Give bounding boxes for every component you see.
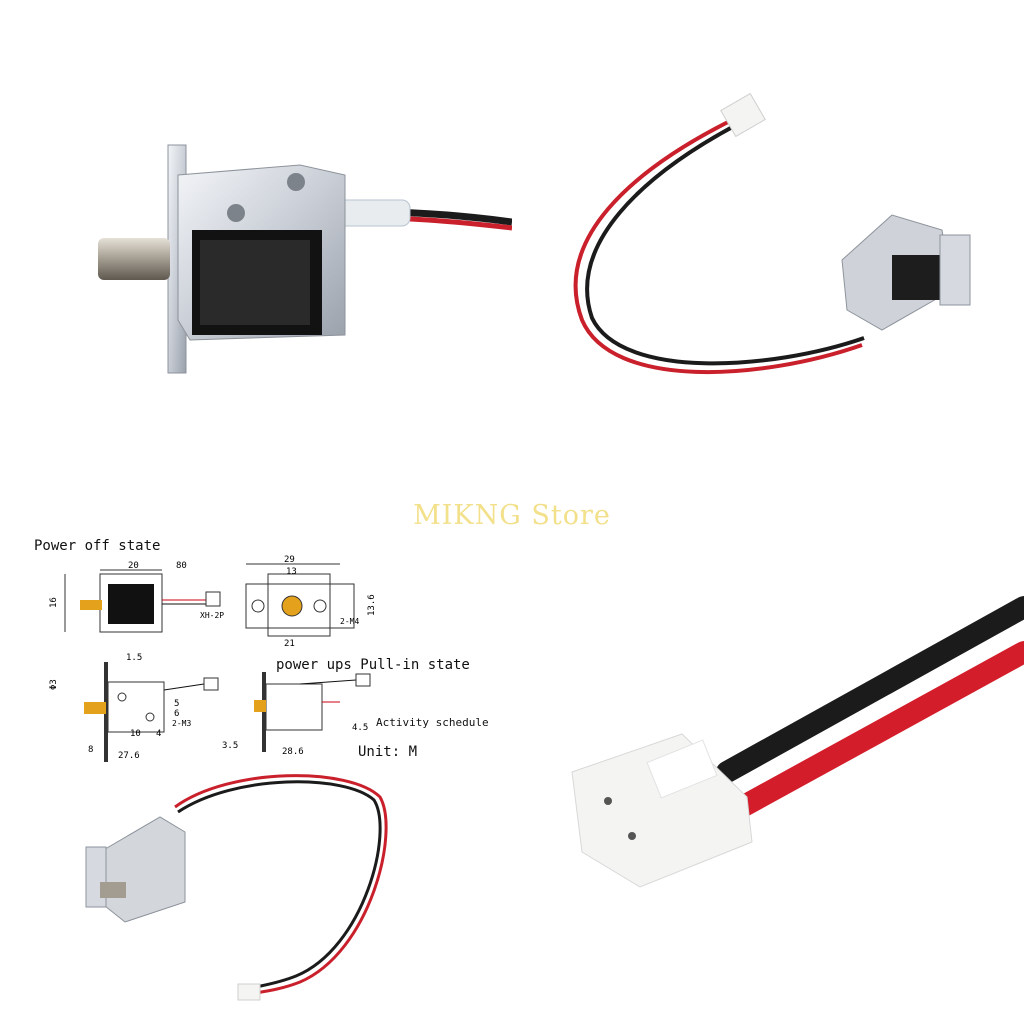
dim-10: 10 bbox=[130, 729, 141, 739]
dim-8: 8 bbox=[88, 745, 93, 755]
dim-13-6: 13.6 bbox=[367, 594, 377, 616]
dim-4-5: 4.5 bbox=[352, 723, 368, 733]
dim-2-m4: 2-M4 bbox=[340, 617, 359, 626]
power-off-state-label: Power off state bbox=[34, 538, 161, 554]
dim-5: 5 bbox=[174, 699, 179, 709]
solenoid-wired-illustration bbox=[573, 92, 971, 375]
product-photo-connector bbox=[512, 512, 1024, 1024]
product-photo-solenoid-wired bbox=[512, 0, 1024, 512]
dim-29: 29 bbox=[284, 555, 295, 565]
dim-2-m3: 2-M3 bbox=[172, 719, 191, 728]
connector-xh2p: XH-2P bbox=[200, 611, 224, 620]
dimension-drawing: 20 80 16 XH-2P 29 13 21 13.6 2-M4 1.5 Φ3… bbox=[49, 555, 388, 1001]
pull-in-state-label: power ups Pull-in state bbox=[276, 657, 470, 673]
dim-28-6: 28.6 bbox=[282, 747, 304, 757]
solenoid-side-illustration bbox=[98, 144, 512, 374]
technical-drawing-panel: Power off state 20 80 16 XH-2P 29 13 21 … bbox=[0, 512, 512, 1024]
dim-27-6: 27.6 bbox=[118, 751, 140, 761]
dim-13: 13 bbox=[286, 567, 297, 577]
dim-80: 80 bbox=[176, 561, 187, 571]
product-photo-solenoid-side bbox=[0, 0, 512, 512]
connector-illustration bbox=[571, 596, 1024, 888]
dim-3-5: 3.5 bbox=[222, 741, 238, 751]
dim-20: 20 bbox=[128, 561, 139, 571]
dim-6: 6 bbox=[174, 709, 179, 719]
dim-21: 21 bbox=[284, 639, 295, 649]
dim-4: 4 bbox=[156, 729, 161, 739]
activity-schedule-label: Activity schedule bbox=[376, 716, 489, 729]
unit-label: Unit: M bbox=[358, 744, 418, 760]
dim-1-5: 1.5 bbox=[126, 653, 142, 663]
dim-phi3: Φ3 bbox=[49, 679, 59, 690]
dim-16: 16 bbox=[49, 597, 59, 608]
store-watermark: MIKNG Store bbox=[413, 500, 611, 531]
